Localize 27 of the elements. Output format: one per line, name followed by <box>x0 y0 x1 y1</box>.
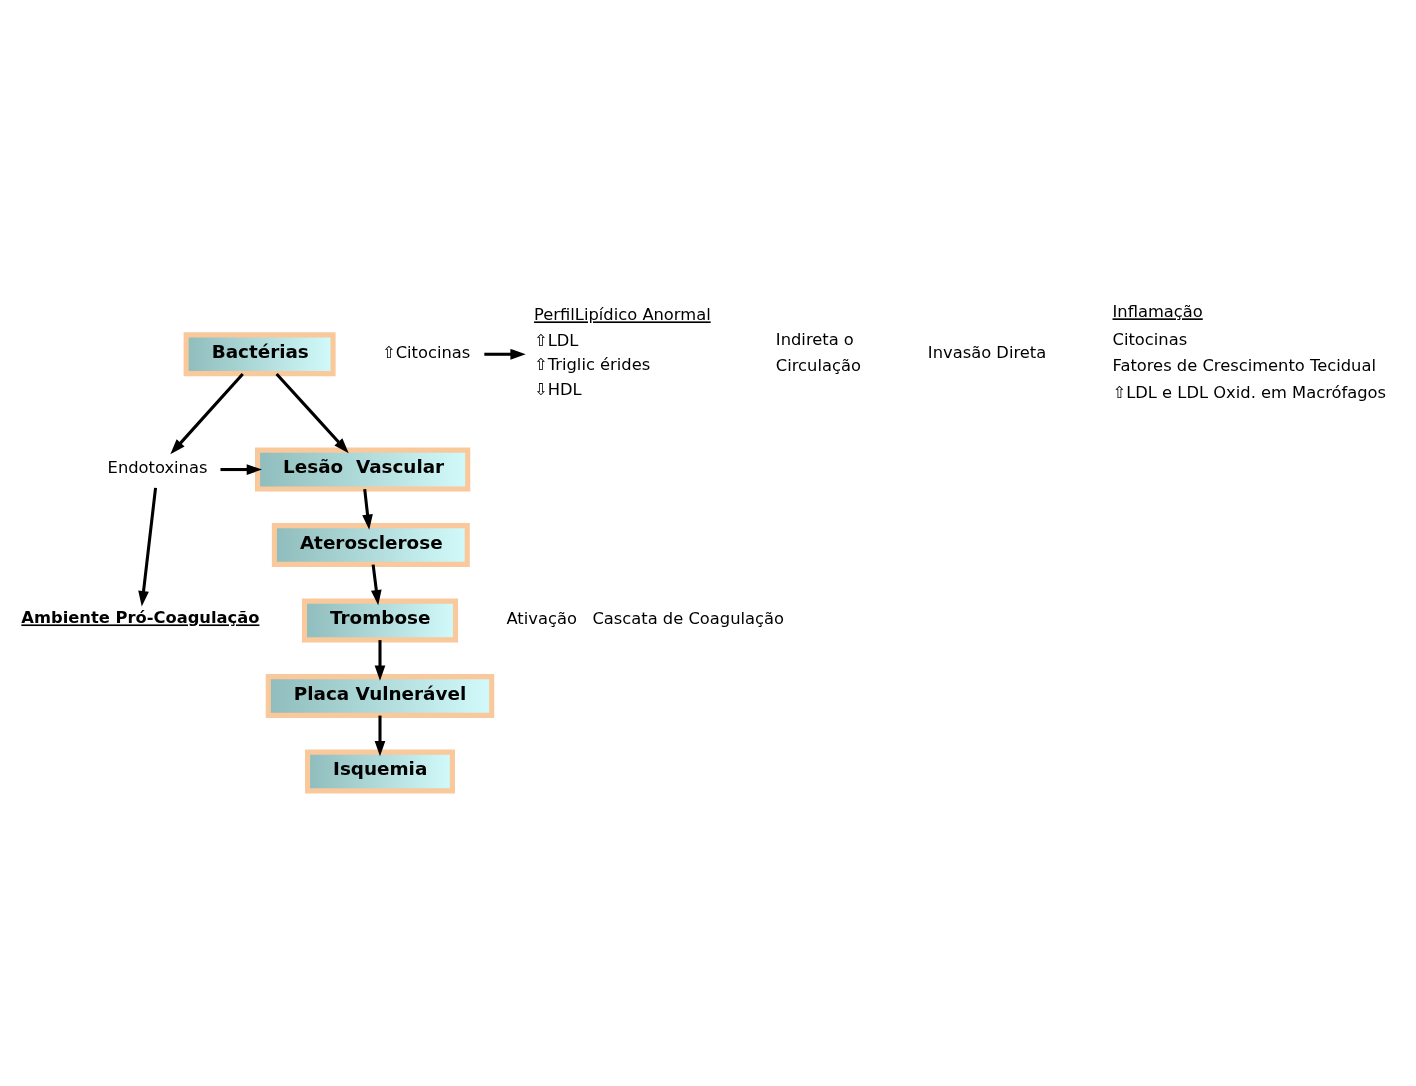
arrow <box>362 488 373 530</box>
node-box: Trombose <box>301 598 459 643</box>
label: Citocinas <box>1112 329 1188 349</box>
arrow <box>371 564 382 606</box>
arrow <box>170 372 244 455</box>
arrow <box>374 715 386 757</box>
label: Inflamação <box>1112 302 1203 322</box>
label: ⇧LDL e LDL Oxid. em Macrófagos <box>1112 382 1387 402</box>
arrow <box>138 487 158 607</box>
arrow <box>374 640 386 681</box>
node-box: Lesão Vascular <box>255 447 471 492</box>
arrow <box>484 348 526 360</box>
label: Circulação <box>775 356 861 376</box>
node-text: PerfilLipídico Anormal ⇧LDL ⇧Triglic érides ⇩HDL <box>534 305 711 399</box>
label: Invasão Direta <box>927 343 1047 363</box>
label: Ativação Cascata de Coagulação <box>506 609 784 629</box>
arrow <box>220 464 263 475</box>
node-text: Ambiente Pró-Coagulação <box>21 608 260 628</box>
node-text: ⇧Citocinas <box>382 343 471 363</box>
node-box: Placa Vulnerável <box>265 674 495 718</box>
node-box: Bactérias <box>183 332 336 377</box>
node-box: Aterosclerose <box>271 523 470 567</box>
node-text: Endotoxinas <box>107 458 208 478</box>
label: Fatores de Crescimento Tecidual <box>1112 356 1376 376</box>
arrow <box>275 372 349 454</box>
label: Indireta o <box>775 329 854 349</box>
node-box: Isquemia <box>305 749 455 794</box>
